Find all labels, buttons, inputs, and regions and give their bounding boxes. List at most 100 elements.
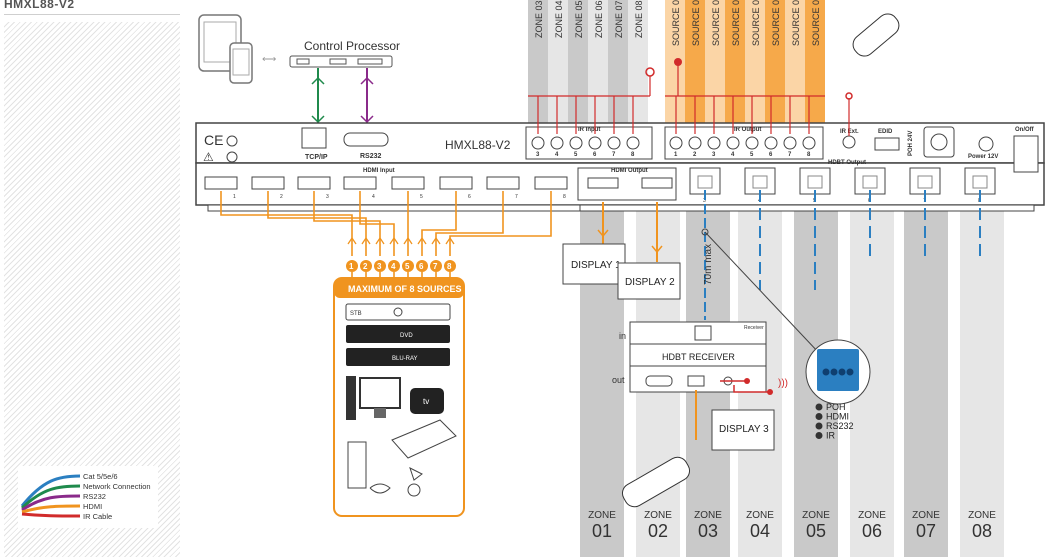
ir-input-port-number: 3: [536, 152, 540, 158]
hdmi-input-port: [343, 176, 377, 190]
ir-emitter-icon: [645, 67, 655, 77]
source-strip: [725, 0, 745, 130]
edid-label: EDID: [878, 129, 893, 135]
dip-pointer-end: [701, 228, 709, 236]
ir-input-label: IR Input: [578, 127, 600, 133]
poh-socket: [930, 133, 948, 151]
hdmi-input-port-number: 1: [233, 194, 236, 200]
zone-number: 02: [648, 521, 668, 541]
source-strips: SOURCE 01 SOURCE 02 SOURCE 03 SOURCE 04 …: [665, 0, 825, 130]
dip-switch-knob: [846, 368, 854, 376]
hdbt-rj45-socket: [752, 175, 768, 189]
dip-legend-marker: [815, 422, 823, 430]
source-top-label: SOURCE 01: [671, 0, 681, 46]
hdmi-input-port-number: 8: [563, 194, 566, 200]
receiver-out-label: out: [612, 375, 625, 385]
ir-input-port-number: 5: [574, 152, 578, 158]
hdmi-input-port-number: 4: [372, 194, 375, 200]
dip-pointer: [704, 231, 821, 355]
receiver-ir-cable: ))): [720, 378, 788, 395]
zone-column-07: [904, 186, 948, 557]
remote-control-icon: [621, 13, 900, 508]
legend-line-rs232: [21, 494, 81, 512]
hdmi-input-port: [486, 176, 520, 190]
legend-line-cat: [20, 474, 81, 507]
source-number-circle: [388, 260, 400, 272]
hdbt-cables: [704, 190, 981, 320]
hdmi-arrow-icon: [389, 236, 399, 245]
dvd-device: [346, 325, 450, 343]
ir-bus-cable: [528, 76, 651, 97]
ir-output-port-number: 4: [731, 152, 735, 158]
zone-number: 07: [916, 521, 936, 541]
ir-ext-port: [842, 135, 856, 149]
ir-output-port: [802, 136, 816, 150]
hdmi-output-cables: [597, 202, 663, 262]
ir-input-port: [569, 136, 583, 150]
hdbt-output-label: HDBT Output: [828, 160, 866, 166]
hdmi-input-port-number: 7: [515, 194, 518, 200]
receiver-small-label: Receiver: [744, 325, 764, 331]
control-cables: [311, 68, 374, 128]
source-top-label: SOURCE 02: [691, 0, 701, 46]
source-number: 2: [363, 262, 368, 271]
ir-zone-strip: [528, 0, 548, 130]
tablet-phone-icon: [198, 14, 253, 84]
zone-top-label: ZONE 06: [594, 0, 604, 38]
source-top-label: SOURCE 03: [711, 0, 721, 46]
source-number: 5: [405, 262, 410, 271]
ir-input-port: [607, 136, 621, 150]
ir-output-port-number: 6: [769, 152, 773, 158]
ir-input-port: [626, 136, 640, 150]
source-top-label: SOURCE 04: [731, 0, 741, 46]
legend-line-network: [20, 484, 81, 510]
hdbt-rj45-socket: [807, 175, 823, 189]
source-strip: [665, 0, 685, 130]
sidebar-title: HMXL88-V2: [4, 0, 75, 11]
legend-lines: [20, 474, 81, 518]
hdmi-input-port: [251, 176, 285, 190]
source-strip: [705, 0, 725, 130]
sidebar: HMXL88-V2 Cat 5/5e/6 Network Connection …: [0, 0, 185, 557]
edid-switch: [874, 137, 900, 151]
ir-input-port-number: 7: [612, 152, 616, 158]
hdmi-input-cables: [220, 191, 552, 256]
sidebar-divider: [4, 14, 180, 15]
hdmi-input-port: [297, 176, 331, 190]
zone-column-08: [960, 186, 1004, 557]
display-3-label: DISPLAY 3: [719, 424, 769, 435]
hdmi-input-port-number: 2: [280, 194, 283, 200]
zone-top-label: ZONE 04: [554, 0, 564, 38]
tcp-port: [301, 127, 327, 149]
ir-receiver-icon: [674, 58, 682, 66]
dip-switch-knob: [838, 368, 846, 376]
rs232-port: [343, 132, 389, 147]
source-strip: [765, 0, 785, 130]
ir-zone-strip: [548, 0, 568, 130]
ir-output-port: [669, 136, 683, 150]
ground-icon: [226, 135, 238, 147]
hdmi-arrow-icon: [403, 236, 413, 245]
legend-label-hdmi: HDMI: [83, 502, 103, 511]
ground-icon: [226, 151, 238, 163]
computer-device: [346, 376, 401, 420]
zone-number: 06: [862, 521, 882, 541]
zone-word: ZONE: [912, 510, 940, 521]
dvd-label: DVD: [400, 333, 413, 339]
ir-input-port: [588, 136, 602, 150]
source-number-circle: [402, 260, 414, 272]
dip-legend-marker: [815, 403, 823, 411]
display-2: [617, 262, 681, 300]
source-number-circle: [444, 260, 456, 272]
ir-input-port: [531, 136, 545, 150]
zone-number: 01: [592, 521, 612, 541]
hdbt-port-number: 3: [703, 198, 706, 204]
source-number: 8: [447, 262, 452, 271]
source-number: 7: [433, 262, 438, 271]
ir-input-port-number: 8: [631, 152, 635, 158]
ir-output-port-number: 7: [788, 152, 792, 158]
hdmi-input-port: [204, 176, 238, 190]
